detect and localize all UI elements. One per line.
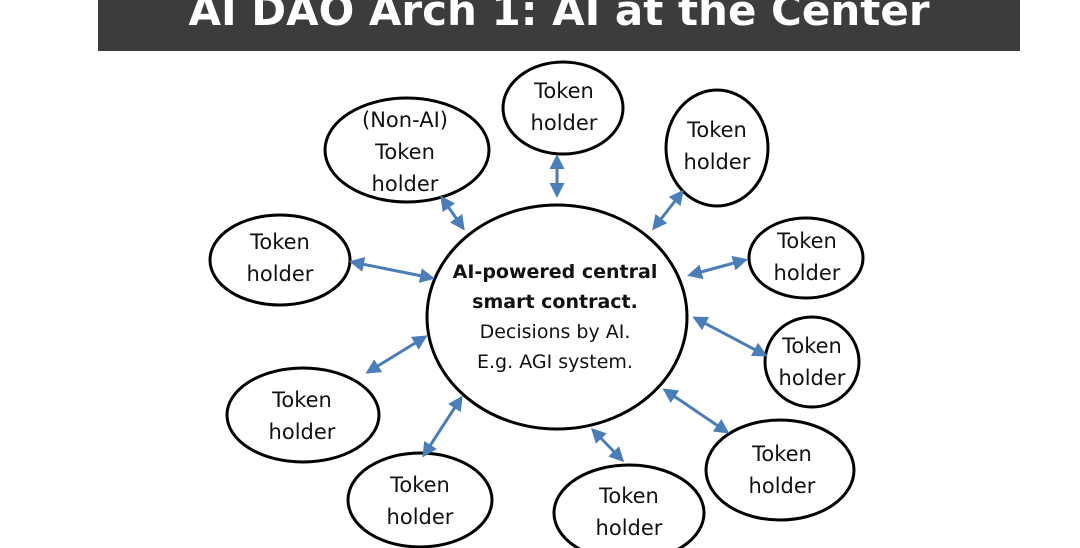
central-contract-node [425,203,689,431]
token-holder-label: Token holder [596,480,663,544]
node-line: holder [386,505,454,529]
arrow [590,427,625,463]
token-holder-node [552,463,706,548]
token-holder-label: (Non-AI) Token holder [362,104,448,200]
token-holder-label: Token holder [247,226,314,290]
token-holder-label: Token holder [779,330,846,394]
token-holder-node [763,315,861,409]
token-holder-node [225,366,381,464]
node-line: Token [390,473,450,497]
center-line-1: AI-powered central [452,261,658,283]
token-holder-label: Token holder [749,438,816,502]
arrow [652,189,684,231]
node-line: Token [687,118,747,142]
node-line: Token [782,334,842,358]
token-holder-node [664,88,770,208]
node-line: holder [748,474,816,498]
center-line-2: smart contract. [472,291,638,313]
token-holder-label: Token holder [269,384,336,448]
arrow [422,395,463,458]
token-holder-label: Token holder [774,225,841,289]
arrow [440,195,465,231]
node-line: holder [268,420,336,444]
slide-title: AI DAO Arch 1: AI at the Center [188,0,930,35]
node-line: Token [534,79,594,103]
node-line: holder [773,261,841,285]
center-line-4: E.g. AGI system. [477,351,633,373]
token-holder-node [346,451,494,548]
center-line-3: Decisions by AI. [479,321,631,343]
node-line: Token [250,230,310,254]
token-holder-node [704,418,856,522]
arrow [687,255,748,280]
node-line: holder [371,172,439,196]
token-holder-label: Token holder [684,114,751,178]
token-holder-label: Token holder [531,75,598,139]
title-bar: AI DAO Arch 1: AI at the Center [98,0,1020,51]
central-contract-label: AI-powered central smart contract. Decis… [453,257,658,377]
node-line: Token [272,388,332,412]
node-line: Token [375,140,435,164]
token-holder-label: Token holder [387,469,454,533]
node-line: (Non-AI) [362,108,448,132]
node-line: Token [752,442,812,466]
node-line: Token [599,484,659,508]
node-line: holder [530,111,598,135]
node-line: holder [778,366,846,390]
token-holder-node-nonai [323,96,491,204]
node-line: holder [595,516,663,540]
token-holder-node [747,216,865,300]
node-line: holder [246,262,314,286]
arrow [692,316,768,357]
arrow [662,388,730,434]
arrow [349,256,435,284]
node-line: Token [777,229,837,253]
arrow [365,335,428,374]
node-line: holder [683,150,751,174]
